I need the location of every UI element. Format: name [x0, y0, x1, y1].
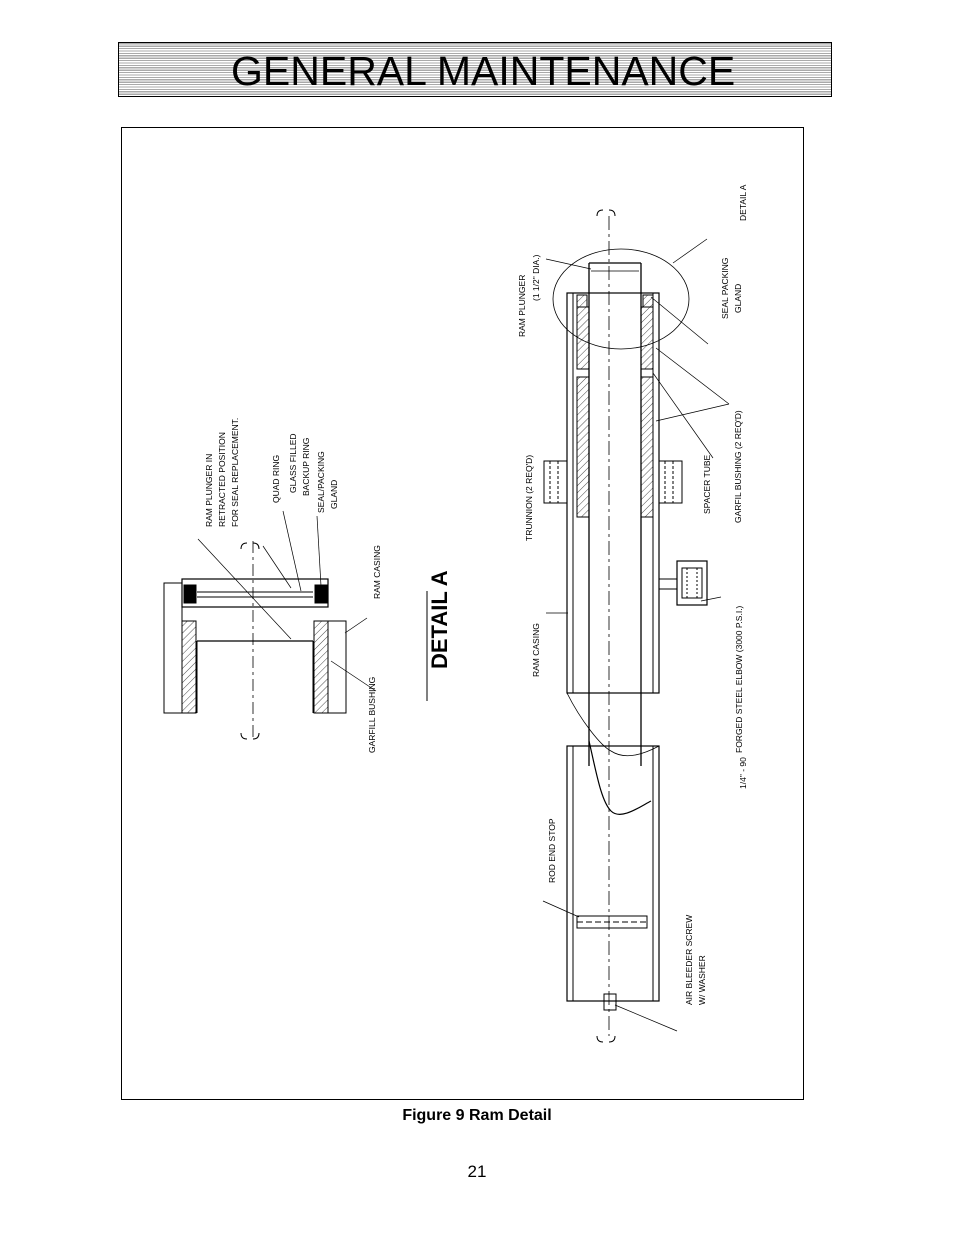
- page-title: GENERAL MAINTENANCE: [231, 48, 736, 94]
- label-air-bleeder-washer: W/ WASHER: [697, 955, 707, 1005]
- detail-label-ram-plunger-3: FOR SEAL REPLACEMENT.: [230, 418, 240, 527]
- label-detail-a: DETAIL A: [738, 184, 748, 221]
- detail-label-seal-packing: SEAL/PACKING: [316, 451, 326, 513]
- label-air-bleeder: AIR BLEEDER SCREW: [684, 915, 694, 1005]
- page-number: 21: [467, 1162, 487, 1181]
- figure-caption: Figure 9 Ram Detail: [402, 1107, 552, 1124]
- label-ram-plunger-dia: (1 1/2" DIA.): [531, 254, 541, 301]
- detail-a-view: [163, 510, 428, 740]
- label-seal-packing-gland: GLAND: [733, 284, 743, 313]
- figure-frame: DETAIL A RAM PLUNGER (1 1/2" DIA.) SEAL …: [121, 127, 804, 1100]
- label-rod-end-stop: ROD END STOP: [547, 818, 557, 883]
- label-ram-plunger: RAM PLUNGER: [517, 275, 527, 337]
- detail-label-ram-plunger-1: RAM PLUNGER IN: [204, 454, 214, 527]
- label-garfil-bushing: GARFIL BUSHING (2 REQ'D): [733, 410, 743, 523]
- label-elbow: FORGED STEEL ELBOW (3000 P.S.I.): [734, 605, 744, 753]
- main-view-labels: DETAIL A RAM PLUNGER (1 1/2" DIA.) SEAL …: [517, 184, 748, 1005]
- main-ram-view: [542, 209, 730, 1043]
- detail-view-labels: DETAIL A RAM PLUNGER IN RETRACTED POSITI…: [204, 418, 452, 753]
- label-seal-packing: SEAL PACKING: [720, 258, 730, 319]
- detail-a-title: DETAIL A: [427, 570, 452, 669]
- detail-label-quad-ring: QUAD RING: [271, 455, 281, 503]
- detail-label-glass-filled: GLASS FILLED: [288, 433, 298, 493]
- ram-detail-drawing: DETAIL A RAM PLUNGER (1 1/2" DIA.) SEAL …: [163, 184, 748, 1043]
- detail-label-backup-ring: BACKUP RING: [301, 438, 311, 496]
- label-elbow-size: 1/4" - 90: [738, 757, 748, 789]
- label-spacer-tube: SPACER TUBE: [702, 454, 712, 514]
- detail-label-garfill-bushing: GARFILL BUSHING: [367, 677, 377, 753]
- detail-label-seal-gland: GLAND: [329, 480, 339, 509]
- detail-label-ram-plunger-2: RETRACTED POSITION: [217, 432, 227, 527]
- header-banner: GENERAL MAINTENANCE: [118, 42, 832, 97]
- detail-label-ram-casing: RAM CASING: [372, 545, 382, 599]
- label-trunnion: TRUNNION (2 REQ'D): [524, 455, 534, 541]
- label-ram-casing: RAM CASING: [531, 623, 541, 677]
